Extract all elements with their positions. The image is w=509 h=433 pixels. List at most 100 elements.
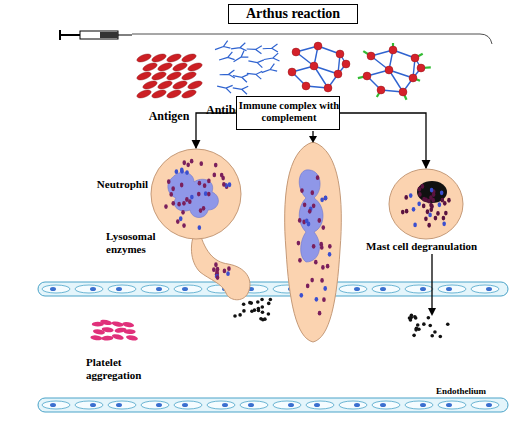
granule: [427, 223, 431, 228]
antigen-particle: [142, 61, 158, 72]
mediator: [263, 317, 267, 321]
node-text: Mast cell degranulation: [366, 240, 492, 253]
mediator: [259, 317, 263, 321]
endothelial-cell: [471, 285, 499, 293]
granule: [442, 221, 446, 226]
nucleus: [417, 181, 447, 203]
antibody: [263, 53, 279, 63]
text-label: Endothelium: [436, 386, 502, 396]
antigen-particle: [363, 72, 371, 80]
granule: [421, 184, 425, 189]
antibody: [260, 64, 277, 77]
endothelial-cell: [438, 285, 466, 293]
antigen-particle: [136, 52, 152, 63]
mast-cell: Mast cell degranulation: [388, 168, 464, 240]
antigen-particle: [172, 61, 188, 72]
antigen-particle: [334, 70, 342, 78]
endothelial-cell: [471, 401, 499, 409]
cell-nucleus: [380, 403, 386, 407]
granule: [422, 204, 426, 209]
cell-nucleus: [446, 403, 452, 407]
mediator: [257, 307, 261, 311]
antigen-particle: [324, 84, 332, 92]
granule: [298, 258, 302, 263]
granule: [418, 187, 422, 192]
granule: [214, 262, 218, 267]
granule: [212, 267, 216, 272]
endothelial-cell: [405, 401, 433, 409]
cell-body: [151, 149, 241, 239]
granule: [321, 265, 325, 270]
granule: [180, 167, 184, 172]
antibody: [246, 45, 261, 54]
antigen-particle: [389, 46, 397, 54]
mediator: [253, 308, 257, 312]
mediator: [413, 315, 417, 319]
cell-nucleus: [50, 403, 56, 407]
mediator: [428, 324, 432, 328]
granule: [320, 278, 324, 283]
granule: [197, 192, 201, 197]
platelet: [111, 320, 124, 327]
endothelium-band: [38, 398, 508, 412]
cell-nucleus: [446, 287, 452, 291]
endothelium-band: [38, 282, 508, 296]
platelet: [101, 336, 113, 341]
mediator: [233, 314, 237, 318]
antigen-particle: [157, 79, 173, 90]
cell-nucleus: [156, 403, 162, 407]
immune-complex: [358, 43, 431, 100]
granule: [320, 245, 324, 250]
endothelial-cell: [174, 401, 202, 409]
text-label: Antigen: [136, 110, 202, 124]
granule: [179, 216, 183, 221]
endothelial-cell: [339, 401, 367, 409]
granule: [440, 190, 444, 195]
antibody: [214, 41, 231, 54]
antigen-particle: [151, 52, 167, 63]
endothelial-cell: [174, 285, 202, 293]
granule: [202, 206, 206, 211]
granule: [190, 195, 194, 200]
endothelial-cell: [372, 401, 400, 409]
endothelial-cell: [339, 285, 367, 293]
granule: [412, 207, 416, 212]
cell-nucleus: [182, 403, 188, 407]
granule: [317, 218, 321, 223]
granule: [441, 198, 445, 203]
granule: [315, 297, 319, 302]
granule: [303, 202, 307, 207]
granule: [216, 267, 220, 272]
cell-body: [389, 169, 463, 239]
granule: [180, 183, 184, 188]
granule: [177, 202, 181, 207]
granule: [444, 211, 448, 216]
granule: [300, 188, 304, 193]
granule: [185, 170, 189, 175]
mediator: [242, 302, 246, 306]
cell-nucleus: [90, 403, 96, 407]
platelet: [101, 327, 113, 333]
cell-nucleus: [420, 403, 426, 407]
mediator: [422, 322, 426, 326]
endothelial-cell: [141, 401, 169, 409]
antigen-particle: [181, 70, 197, 81]
antigen-particle: [417, 64, 425, 72]
platelet: [111, 333, 124, 341]
granule: [432, 192, 436, 197]
cell-nucleus: [486, 287, 492, 291]
cell-nucleus: [182, 287, 188, 291]
granule: [214, 163, 218, 168]
granule: [311, 190, 315, 195]
granule: [164, 204, 168, 209]
mediator: [416, 323, 420, 327]
barrel-fluid: [100, 32, 118, 38]
granule: [207, 179, 211, 184]
granule: [216, 275, 220, 280]
granule: [328, 252, 332, 257]
antigen-particle: [187, 79, 203, 90]
text-label: Lysosomal enzymes: [106, 230, 172, 255]
granule: [436, 211, 440, 216]
